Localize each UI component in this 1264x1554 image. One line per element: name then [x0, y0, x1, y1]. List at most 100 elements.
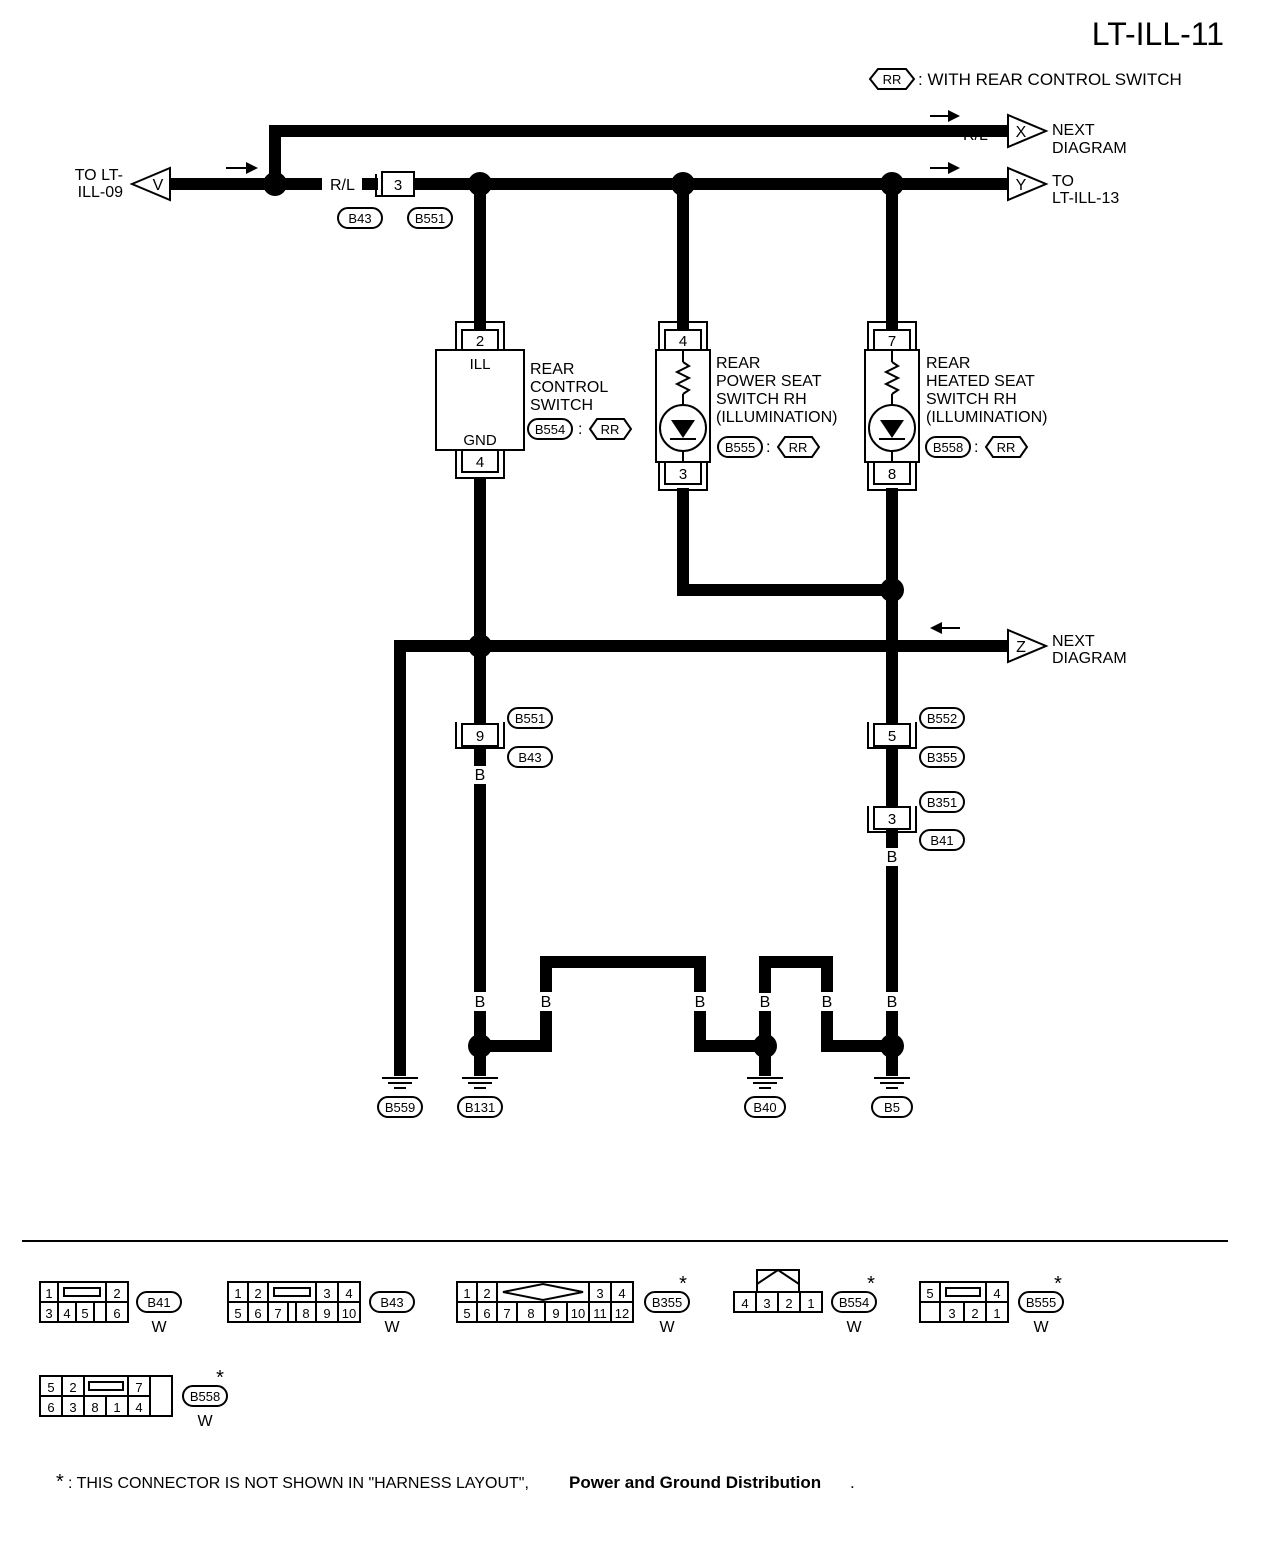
rr-tag-shape [588, 418, 633, 440]
svg-text:5: 5 [463, 1306, 470, 1321]
junction-dot [468, 172, 492, 196]
connector-id-oval [407, 207, 453, 229]
svg-text:B43: B43 [348, 211, 371, 226]
connector-id-oval [919, 746, 965, 768]
arrow-right-icon [930, 110, 960, 122]
wire-b40-link-b [759, 956, 833, 992]
svg-text:3: 3 [323, 1286, 330, 1301]
svg-text:B558: B558 [933, 440, 963, 455]
svg-text:10: 10 [571, 1306, 585, 1321]
connector-id-oval [744, 1096, 786, 1118]
wire-color-label: B [760, 994, 771, 1011]
ground-b40: B40 [744, 1077, 786, 1118]
svg-text:ILL: ILL [470, 356, 491, 373]
svg-text:1: 1 [113, 1400, 120, 1415]
wire-b131-link-b [540, 956, 706, 992]
footnote: * : THIS CONNECTOR IS NOT SHOWN IN "HARN… [56, 1471, 855, 1493]
wire-color-label: B [887, 849, 898, 866]
legend-tag: RR [883, 72, 902, 87]
svg-text:B43: B43 [518, 750, 541, 765]
svg-text:2: 2 [69, 1380, 76, 1395]
svg-text:SWITCH RH: SWITCH RH [716, 391, 807, 408]
svg-text:W: W [384, 1319, 400, 1336]
svg-text:W: W [197, 1413, 213, 1430]
svg-text:W: W [659, 1319, 675, 1336]
svg-text:5: 5 [81, 1306, 88, 1321]
wire-labels: R/L B B B B B B B B [326, 176, 900, 1011]
svg-text:REAR: REAR [716, 355, 760, 372]
connector-id-oval [377, 1096, 423, 1118]
svg-text:5: 5 [888, 728, 896, 745]
junction-dot [468, 1034, 492, 1058]
svg-text:.: . [850, 1473, 855, 1492]
svg-text:SWITCH RH: SWITCH RH [926, 391, 1017, 408]
svg-text:RR: RR [789, 440, 808, 455]
svg-text:X: X [1016, 124, 1027, 141]
junctions [263, 172, 904, 1058]
svg-text:B559: B559 [385, 1100, 415, 1115]
svg-text:*: * [867, 1273, 875, 1295]
connector-id-oval [527, 418, 573, 440]
svg-text:B43: B43 [380, 1295, 403, 1310]
svg-text:8: 8 [302, 1306, 309, 1321]
svg-text:RR: RR [997, 440, 1016, 455]
svg-text:4: 4 [63, 1306, 70, 1321]
wire-color-label: B [695, 994, 706, 1011]
svg-text:2: 2 [483, 1286, 490, 1301]
svg-text:2: 2 [476, 333, 484, 350]
ground-b5: B5 [871, 1077, 913, 1118]
wire-color-label: B [887, 994, 898, 1011]
connector-id-oval [507, 707, 553, 729]
connector-pin-box [873, 723, 911, 747]
svg-text:2: 2 [254, 1286, 261, 1301]
svg-text:(ILLUMINATION): (ILLUMINATION) [716, 409, 837, 426]
offpage-y: Y TO LT-ILL-13 [1007, 166, 1119, 207]
svg-text:5: 5 [926, 1286, 933, 1301]
connector-id-oval [925, 436, 971, 458]
svg-text:6: 6 [113, 1306, 120, 1321]
connector-pin-box [381, 171, 415, 197]
svg-text:3: 3 [45, 1306, 52, 1321]
offpage-triangle [1007, 628, 1049, 664]
svg-text:5: 5 [47, 1380, 54, 1395]
svg-text::: : [578, 421, 582, 438]
svg-text:W: W [151, 1319, 167, 1336]
junction-dot [880, 1034, 904, 1058]
flow-arrows [226, 110, 960, 634]
legend: RR : WITH REAR CONTROL SWITCH [868, 68, 1182, 90]
svg-text:7: 7 [503, 1306, 510, 1321]
svg-text:TO: TO [1052, 173, 1074, 190]
svg-text:8: 8 [527, 1306, 534, 1321]
offpage-triangle [1007, 166, 1049, 202]
svg-text::: : [974, 439, 978, 456]
svg-text:SWITCH: SWITCH [530, 397, 593, 414]
svg-text:9: 9 [552, 1306, 559, 1321]
svg-text:RR: RR [601, 422, 620, 437]
svg-text:TO LT-: TO LT- [75, 167, 123, 184]
arrow-right-icon [226, 162, 258, 174]
ground-icon [874, 1077, 910, 1089]
svg-text:W: W [1033, 1319, 1049, 1336]
wire-b40-link-c [821, 1010, 892, 1052]
junction-dot [880, 172, 904, 196]
svg-text:B554: B554 [535, 422, 565, 437]
svg-text:4: 4 [345, 1286, 352, 1301]
connector-id-oval [919, 829, 965, 851]
rr-tag-shape [776, 436, 821, 458]
svg-text:: THIS CONNECTOR IS NOT SHOWN: : THIS CONNECTOR IS NOT SHOWN IN "HARNES… [68, 1475, 529, 1492]
resistor-icon [674, 361, 692, 395]
offpage-x: X NEXT DIAGRAM R/L [963, 113, 1127, 157]
arrow-right-icon [930, 162, 960, 174]
svg-text:6: 6 [47, 1400, 54, 1415]
connector-id-oval [919, 707, 965, 729]
connector-id-oval [1018, 1291, 1064, 1313]
svg-text:6: 6 [483, 1306, 490, 1321]
offpage-v: V TO LT- ILL-09 R/L [75, 166, 213, 202]
svg-text:DIAGRAM: DIAGRAM [1052, 650, 1127, 667]
svg-text:4: 4 [618, 1286, 625, 1301]
svg-text:Y: Y [1016, 177, 1027, 194]
connector-id-oval [717, 436, 763, 458]
svg-text:B551: B551 [415, 211, 445, 226]
ground-b131: B131 [457, 1077, 503, 1118]
